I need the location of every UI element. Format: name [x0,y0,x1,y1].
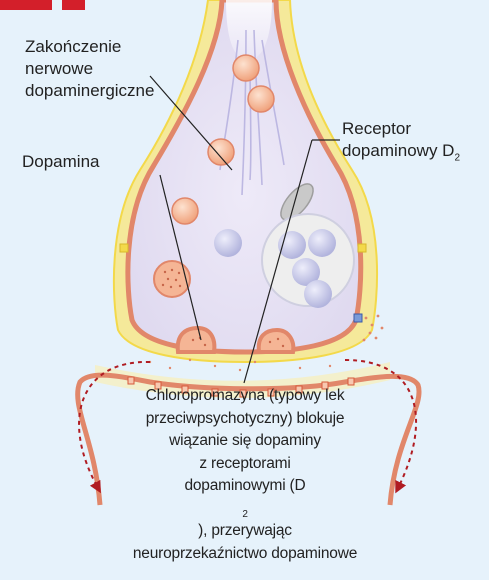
header-fragment [0,0,85,10]
caption-line6: neuroprzekaźnictwo dopaminowe [60,543,430,566]
dopamine-vesicle [208,139,234,165]
blue-vesicle [214,229,242,257]
label-nerve-ending-line2: nerwowe [25,58,154,80]
blue-vesicle [304,280,332,308]
transporter-left [120,244,128,252]
dopamine-vesicle [172,198,198,224]
dopamine-vesicle [233,55,259,81]
dopamine-granule [154,261,190,297]
header-fragment-gap [52,0,62,10]
transporter-right [358,244,366,252]
transporter-blue [354,314,362,322]
label-nerve-ending-line1: Zakończenie [25,36,154,58]
dopamine-vesicle [248,86,274,112]
caption-line2: przeciwpsychotyczny) blokuje [60,408,430,431]
label-dopamine: Dopamina [22,151,100,173]
label-receptor-line2: dopaminowy D2 [342,140,460,162]
label-receptor: Receptor dopaminowy D2 [342,118,460,162]
caption-line3: wiązanie się dopaminy [60,430,430,453]
docked-vesicle [178,328,215,352]
label-nerve-ending: Zakończenie nerwowe dopaminergiczne [25,36,154,102]
label-receptor-line1: Receptor [342,118,460,140]
caption-line1: Chloropromazyna (typowy lek [60,385,430,408]
blue-vesicle [308,229,336,257]
label-nerve-ending-line3: dopaminergiczne [25,80,154,102]
docked-vesicle [259,330,294,352]
caption-line4: z receptorami [60,453,430,476]
caption: Chloropromazyna (typowy lek przeciwpsych… [60,385,430,565]
